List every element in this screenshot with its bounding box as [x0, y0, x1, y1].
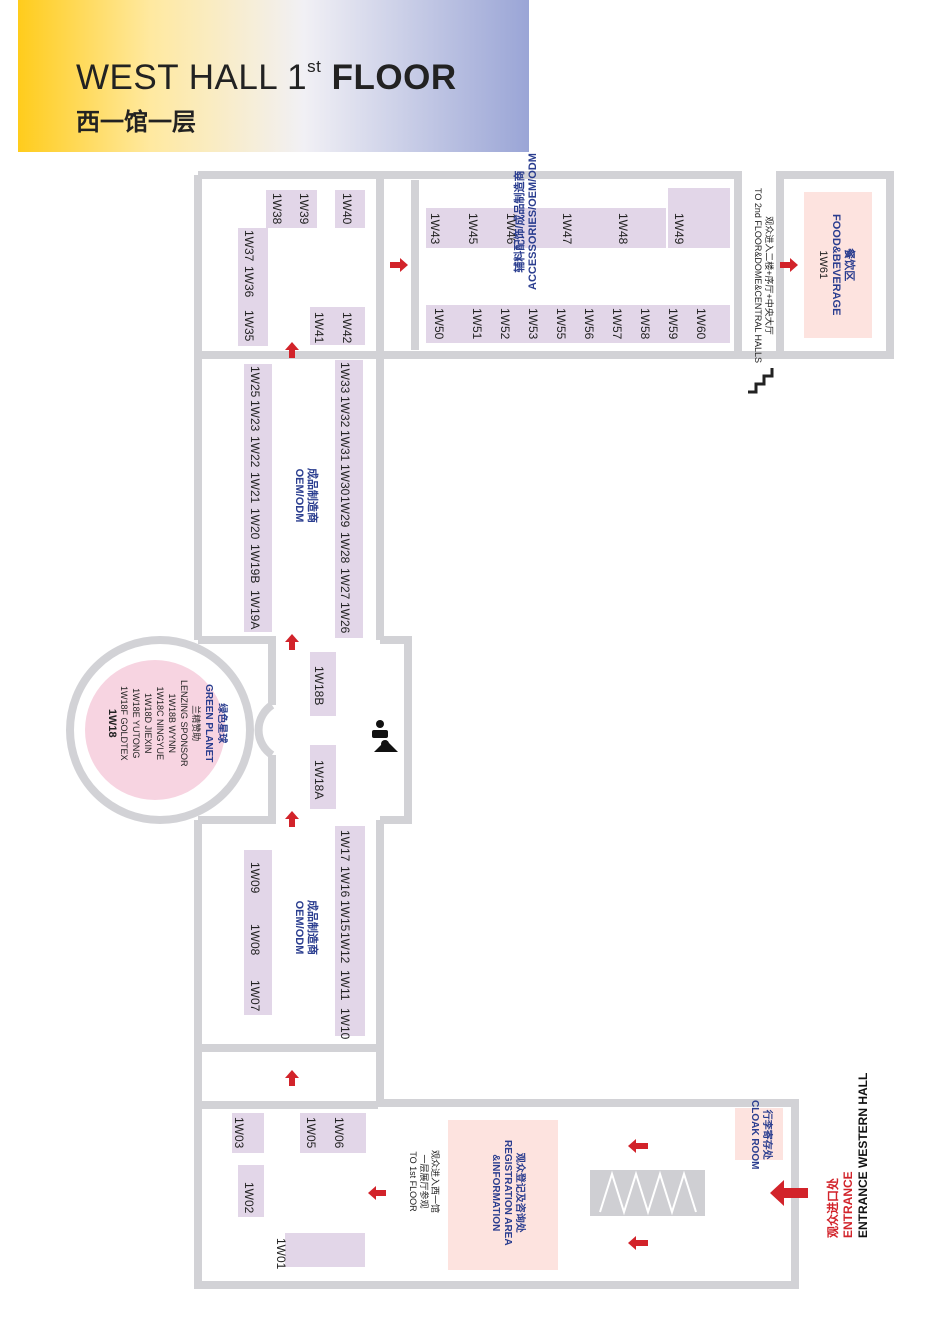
restroom-icon — [372, 720, 398, 752]
food-beverage-area — [804, 192, 872, 338]
booth-1W08[interactable]: 1W08 — [248, 924, 262, 956]
booth-1W42[interactable]: 1W42 — [340, 312, 354, 344]
booth-1W40[interactable]: 1W40 — [340, 193, 354, 225]
booth-1W59[interactable]: 1W59 — [666, 308, 680, 340]
booth-1W60[interactable]: 1W60 — [694, 308, 708, 340]
booth-1W47[interactable]: 1W47 — [560, 213, 574, 245]
booth-1W61[interactable]: 1W61 — [817, 250, 829, 280]
booth-1W12[interactable]: 1W12 — [338, 932, 352, 964]
booth-1W06[interactable]: 1W06 — [332, 1117, 346, 1149]
booth-1W36[interactable]: 1W36 — [242, 266, 256, 298]
booth-blocks — [232, 188, 730, 1267]
booth-1W41[interactable]: 1W41 — [312, 312, 326, 344]
entrance-label: 观众进口处 ENTRANCE ENTRANCE WESTERN HALL — [826, 1072, 870, 1238]
booth-1W58[interactable]: 1W58 — [638, 308, 652, 340]
page-header: WEST HALL 1st FLOOR 西一馆一层 — [18, 0, 529, 152]
booth-1W38[interactable]: 1W38 — [270, 193, 284, 225]
booth-1W53[interactable]: 1W53 — [526, 308, 540, 340]
booth-1W49[interactable]: 1W49 — [672, 213, 686, 245]
booth-1W19A[interactable]: 1W19A — [248, 590, 262, 630]
booth-1W05[interactable]: 1W05 — [304, 1117, 318, 1149]
booth-1W19B[interactable]: 1W19B — [248, 544, 262, 584]
booth-1W07[interactable]: 1W07 — [248, 980, 262, 1012]
booth-1W01[interactable]: 1W01 — [274, 1238, 288, 1270]
escalator-icon — [590, 1170, 705, 1216]
booth-1W43[interactable]: 1W43 — [428, 213, 442, 245]
stairs-icon — [748, 368, 774, 394]
booth-1W21[interactable]: 1W21 — [248, 472, 262, 504]
page-subtitle: 西一馆一层 — [76, 109, 196, 136]
booth-1W32[interactable]: 1W32 — [338, 396, 352, 428]
booth-1W35[interactable]: 1W35 — [242, 310, 256, 342]
booth-1W30[interactable]: 1W30 — [338, 464, 352, 496]
booth-1W18A[interactable]: 1W18A — [312, 760, 326, 800]
booth-1W29[interactable]: 1W29 — [338, 496, 352, 528]
booth-1W25[interactable]: 1W25 — [248, 366, 262, 398]
booth-1W55[interactable]: 1W55 — [554, 308, 568, 340]
booth-1W56[interactable]: 1W56 — [582, 308, 596, 340]
booth-1W18B[interactable]: 1W18B — [312, 666, 326, 706]
booth-1W52[interactable]: 1W52 — [498, 308, 512, 340]
green-planet-area — [85, 660, 225, 800]
booth-1W50[interactable]: 1W50 — [432, 308, 446, 340]
booth-1W17[interactable]: 1W17 — [338, 830, 352, 862]
booth-1W51[interactable]: 1W51 — [470, 308, 484, 340]
booth-1W27[interactable]: 1W27 — [338, 568, 352, 600]
booth-1W11[interactable]: 1W11 — [338, 970, 352, 1001]
booth-1W31[interactable]: 1W31 — [338, 430, 352, 462]
booth-1W09[interactable]: 1W09 — [248, 862, 262, 894]
booth-1W03[interactable]: 1W03 — [232, 1117, 246, 1149]
green-planet-label[interactable]: 绿色星球 GREEN PLANET 兰精赞助 LENZING SPONSOR 1… — [106, 680, 227, 767]
booth-1W15[interactable]: 1W15 — [338, 900, 352, 932]
direction-arrows — [285, 258, 808, 1250]
booth-1W48[interactable]: 1W48 — [616, 213, 630, 245]
page-title: WEST HALL 1st FLOOR — [76, 57, 457, 97]
booth-1W33[interactable]: 1W33 — [338, 362, 352, 394]
booth-1W22[interactable]: 1W22 — [248, 436, 262, 468]
booth-1W45[interactable]: 1W45 — [466, 213, 480, 245]
booth-1W37[interactable]: 1W37 — [242, 230, 256, 262]
booth-1W57[interactable]: 1W57 — [610, 308, 624, 340]
booth-1W20[interactable]: 1W20 — [248, 508, 262, 540]
booth-1W23[interactable]: 1W23 — [248, 400, 262, 432]
cloak-room-area — [735, 1108, 783, 1160]
booth-1W28[interactable]: 1W28 — [338, 532, 352, 564]
booth-1W39[interactable]: 1W39 — [297, 193, 311, 225]
booth-1W02[interactable]: 1W02 — [242, 1182, 256, 1214]
booth-1W16[interactable]: 1W16 — [338, 866, 352, 898]
registration-area — [448, 1120, 558, 1270]
booth-1W10[interactable]: 1W10 — [338, 1008, 352, 1040]
booth-1W26[interactable]: 1W26 — [338, 602, 352, 634]
